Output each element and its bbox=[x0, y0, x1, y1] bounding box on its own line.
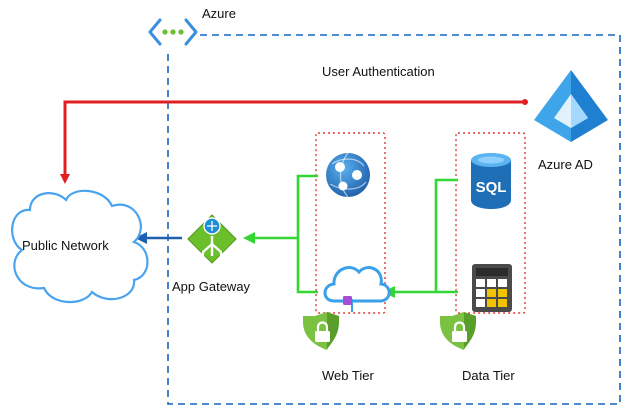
auth-flow-line bbox=[60, 100, 525, 184]
virtual-network-icon bbox=[148, 18, 198, 46]
cloud-service-icon bbox=[323, 266, 391, 312]
app-gateway-icon bbox=[187, 214, 237, 264]
azure-ad-pyramid-icon bbox=[534, 70, 608, 142]
data-tier-connector bbox=[434, 178, 458, 294]
auth-flow-endpoint bbox=[522, 99, 528, 105]
user-authentication-label: User Authentication bbox=[322, 64, 435, 79]
security-shield-icon bbox=[440, 312, 476, 350]
web-tier-boundary bbox=[315, 132, 386, 314]
sql-label: SQL bbox=[476, 179, 507, 196]
app-gateway-label: App Gateway bbox=[172, 279, 251, 294]
web-tier-connector bbox=[296, 174, 318, 294]
cloud-icon bbox=[11, 189, 149, 304]
security-shield-icon bbox=[303, 312, 339, 350]
azure-boundary bbox=[167, 34, 621, 405]
analytics-grid-icon bbox=[472, 264, 512, 312]
azure-ad-label: Azure AD bbox=[538, 157, 593, 172]
web-tier-label: Web Tier bbox=[322, 368, 374, 383]
app-service-globe-icon bbox=[326, 152, 370, 198]
sql-database-icon: SQL bbox=[471, 153, 511, 209]
public-network-label: Public Network bbox=[22, 238, 109, 253]
azure-label: Azure bbox=[202, 6, 236, 21]
data-tier-boundary bbox=[455, 132, 526, 314]
data-tier-label: Data Tier bbox=[462, 368, 515, 383]
